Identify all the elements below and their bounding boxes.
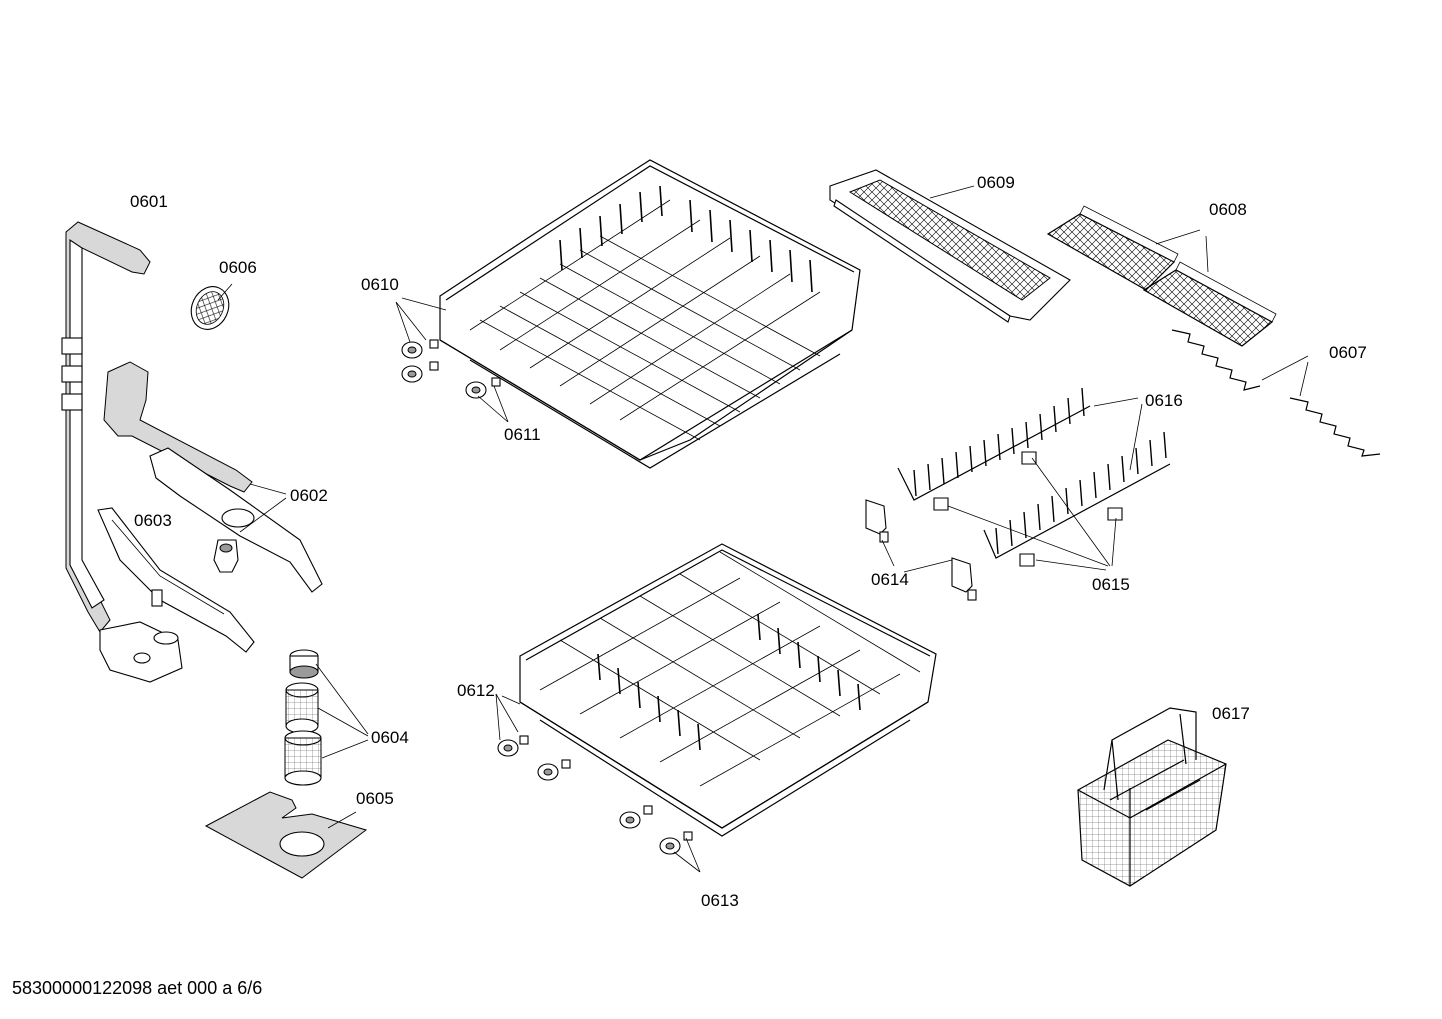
- part-label-0616: 0616: [1145, 391, 1183, 410]
- rack-holders-part: [865, 499, 977, 601]
- fold-down-shelves-part: [1046, 205, 1277, 347]
- part-label-0614: 0614: [871, 570, 909, 589]
- part-label-0601: 0601: [130, 192, 168, 211]
- lower-spray-arm-part: [97, 507, 255, 653]
- part-label-0612: 0612: [457, 681, 495, 700]
- part-label-0613: 0613: [701, 891, 739, 910]
- part-label-0606: 0606: [219, 258, 257, 277]
- tine-racks-part: [897, 387, 1171, 559]
- filter-set-part: [284, 649, 322, 786]
- cutlery-basket-part: [1077, 707, 1227, 887]
- cup-shelf-part: [829, 169, 1071, 323]
- upper-spray-arm-part: [103, 361, 323, 593]
- lower-basket-part: [497, 543, 937, 855]
- part-label-0611: 0611: [504, 425, 541, 444]
- shelf-supports-part: [1171, 329, 1381, 457]
- part-label-0615: 0615: [1092, 575, 1130, 594]
- part-label-0607: 0607: [1329, 343, 1367, 362]
- document-footer-code: 58300000122098 aet 000 a 6/6: [12, 978, 263, 998]
- part-label-0608: 0608: [1209, 200, 1247, 219]
- filter-cap-part: [190, 286, 230, 330]
- part-label-0603: 0603: [134, 511, 172, 530]
- part-label-0617: 0617: [1212, 704, 1250, 723]
- rack-clips-part: [933, 451, 1123, 567]
- filter-plate-part: [204, 791, 368, 879]
- leader-lines: [217, 185, 1309, 873]
- supply-pipe-part: [61, 221, 183, 683]
- part-label-0610: 0610: [361, 275, 399, 294]
- part-label-0605: 0605: [356, 789, 394, 808]
- upper-basket-part: [401, 159, 861, 469]
- part-label-0609: 0609: [977, 173, 1015, 192]
- part-label-0604: 0604: [371, 728, 409, 747]
- part-label-0602: 0602: [290, 486, 328, 505]
